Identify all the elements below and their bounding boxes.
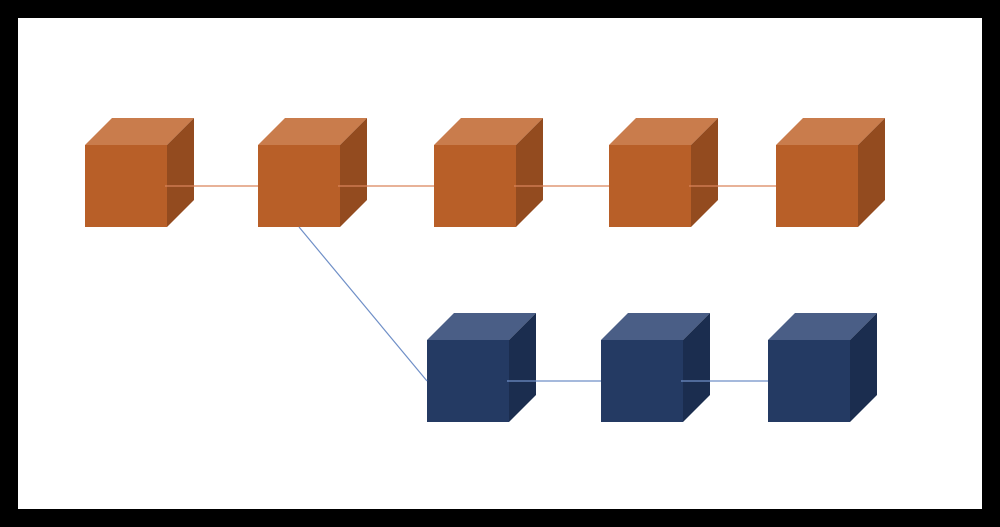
cube-side-face [516, 118, 543, 227]
cube-top-face [258, 118, 367, 145]
cube-side-face [167, 118, 194, 227]
cube-navy-chain-3 [768, 313, 877, 422]
cube-top-face [776, 118, 885, 145]
cube-top-face [601, 313, 710, 340]
cube-orange-chain-1 [85, 118, 194, 227]
cube-top-face [768, 313, 877, 340]
cube-front-face [776, 145, 858, 227]
cubes-layer [85, 118, 885, 422]
cube-navy-chain-2 [601, 313, 710, 422]
cube-orange-chain-2 [258, 118, 367, 227]
cube-front-face [601, 340, 683, 422]
cube-front-face [427, 340, 509, 422]
cube-front-face [258, 145, 340, 227]
cube-front-face [85, 145, 167, 227]
cube-side-face [683, 313, 710, 422]
cube-side-face [691, 118, 718, 227]
cube-side-face [850, 313, 877, 422]
cube-navy-chain-1 [427, 313, 536, 422]
cube-orange-chain-5 [776, 118, 885, 227]
cube-orange-chain-3 [434, 118, 543, 227]
connector-branch [298, 226, 428, 382]
cube-top-face [434, 118, 543, 145]
cube-top-face [85, 118, 194, 145]
cube-front-face [609, 145, 691, 227]
cube-side-face [509, 313, 536, 422]
cube-side-face [340, 118, 367, 227]
diagram-canvas [18, 18, 982, 509]
cube-orange-chain-4 [609, 118, 718, 227]
cube-front-face [768, 340, 850, 422]
cube-front-face [434, 145, 516, 227]
block-chain-diagram [85, 118, 885, 422]
cube-top-face [427, 313, 536, 340]
cube-top-face [609, 118, 718, 145]
cube-side-face [858, 118, 885, 227]
